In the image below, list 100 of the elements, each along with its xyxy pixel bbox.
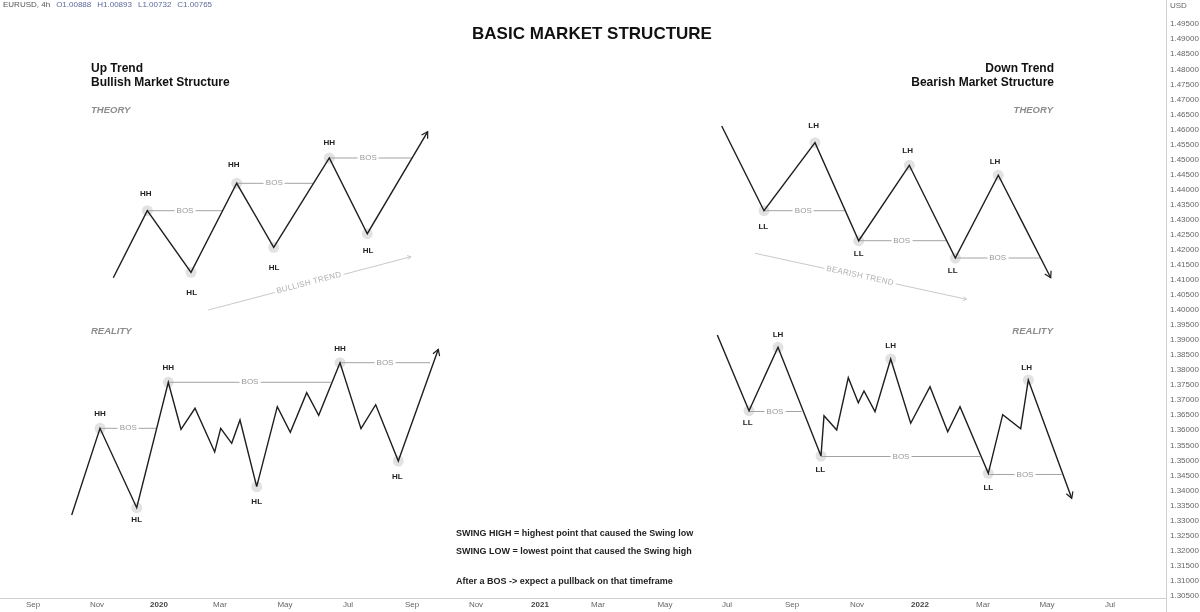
price-axis-label: 1.48500 <box>1170 50 1199 59</box>
price-axis-label: 1.42000 <box>1170 246 1199 254</box>
swing-point-label: LL <box>815 466 826 474</box>
swing-point-label: LH <box>772 330 784 339</box>
bos-label: BOS <box>1014 470 1036 479</box>
price-axis-label: 1.44000 <box>1170 185 1199 194</box>
swing-point-label: HH <box>139 190 152 198</box>
price-axis-label: 1.34500 <box>1170 471 1199 480</box>
swing-point-label: LL <box>853 250 864 258</box>
time-axis-label: Jul <box>342 601 354 609</box>
time-axis-label: Jul <box>1104 601 1116 609</box>
bos-label: BOS <box>263 179 285 188</box>
bos-label: BOS <box>764 407 786 416</box>
swing-point-label: LL <box>947 266 958 275</box>
swing-point-label: LH <box>885 342 896 350</box>
swing-point-label: HH <box>162 364 175 372</box>
swing-point-label: LH <box>902 146 913 155</box>
time-axis-label: Mar <box>591 601 605 609</box>
bos-label: BOS <box>174 206 196 215</box>
price-axis-label: 1.45500 <box>1170 140 1199 149</box>
chart-title: BASIC MARKET STRUCTURE <box>472 24 712 42</box>
swing-point-label: HL <box>391 473 403 481</box>
swing-point-label: LL <box>983 483 994 492</box>
swing-point-label: LL <box>742 419 753 427</box>
swing-point-label: LL <box>758 222 769 231</box>
currency-label: USD <box>1170 1 1187 10</box>
trend-label: BEARISH TREND <box>823 264 897 288</box>
price-value-text: L1.00732 <box>137 1 172 9</box>
symbol-info-text: EURUSD, 4h <box>3 1 51 9</box>
bos-label: BOS <box>117 424 139 433</box>
time-axis-label: Mar <box>976 601 990 609</box>
time-axis-label: Sep <box>404 601 420 609</box>
bos-label: BOS <box>890 452 912 461</box>
price-axis-label: 1.45000 <box>1170 155 1199 164</box>
price-axis-label: 1.33500 <box>1170 501 1199 510</box>
definition-note: SWING HIGH = highest point that caused the Swing low <box>456 528 694 538</box>
price-axis-label: 1.34000 <box>1170 486 1199 495</box>
price-axis-label: 1.47500 <box>1170 80 1199 89</box>
price-axis-label: 1.46500 <box>1170 110 1199 119</box>
swing-point-label: HH <box>334 345 346 353</box>
price-axis-label: 1.42500 <box>1170 230 1199 239</box>
bos-label: BOS <box>239 378 261 387</box>
price-axis-label: 1.44500 <box>1170 170 1199 179</box>
price-axis-label: 1.38000 <box>1170 366 1199 375</box>
price-axis-label: 1.39000 <box>1170 336 1199 345</box>
swing-point-label: HH <box>227 160 240 169</box>
price-axis-label: 1.48000 <box>1170 65 1199 74</box>
swing-point-label: HL <box>362 247 374 255</box>
price-axis-label: 1.46000 <box>1170 125 1199 134</box>
price-axis-label: 1.40000 <box>1170 306 1199 315</box>
swing-point-label: HL <box>131 516 142 524</box>
price-axis-label: 1.38500 <box>1170 351 1199 360</box>
time-axis-label: Sep <box>784 601 800 609</box>
price-axis-label: 1.47000 <box>1170 95 1199 104</box>
price-axis-label: 1.37000 <box>1170 396 1199 405</box>
price-axis-label: 1.36000 <box>1170 426 1199 435</box>
definition-note: After a BOS -> expect a pullback on that timeframe <box>456 576 673 586</box>
section-heading: Bullish Market Structure <box>91 76 230 88</box>
time-axis-label: Jul <box>721 601 733 609</box>
bos-label: BOS <box>891 236 913 245</box>
price-value-text: H1.00893 <box>97 1 132 9</box>
time-axis-label: Nov <box>468 601 484 609</box>
time-axis-label: Mar <box>213 601 227 609</box>
time-axis-label: Sep <box>25 601 41 609</box>
bos-label: BOS <box>374 358 396 367</box>
swing-point-label: LH <box>808 122 819 130</box>
section-heading: Bearish Market Structure <box>911 76 1054 88</box>
swing-point-label: LH <box>989 158 1001 166</box>
price-axis-label: 1.35500 <box>1170 441 1199 450</box>
price-axis-label: 1.40500 <box>1170 291 1199 300</box>
price-axis-label: 1.49500 <box>1170 20 1199 29</box>
swing-point-label: HH <box>323 139 336 147</box>
price-axis-label: 1.32000 <box>1170 546 1199 555</box>
price-axis-label: 1.43000 <box>1170 215 1199 224</box>
price-axis-label: 1.41000 <box>1170 276 1199 285</box>
panel-label: REALITY <box>91 326 132 336</box>
price-axis-label: 1.33000 <box>1170 516 1199 525</box>
panel-label: THEORY <box>91 105 131 115</box>
bos-label: BOS <box>987 254 1009 262</box>
swing-point-label: HL <box>186 289 197 297</box>
price-axis-label: 1.39500 <box>1170 321 1199 330</box>
price-value-text: O1.00888 <box>56 1 92 9</box>
price-axis-label: 1.32500 <box>1170 531 1199 540</box>
price-axis-label: 1.36500 <box>1170 411 1199 420</box>
price-axis-label: 1.49000 <box>1170 35 1199 44</box>
panel-label: THEORY <box>1013 105 1053 115</box>
price-axis-label: 1.31500 <box>1170 561 1199 570</box>
section-heading: Up Trend <box>91 62 143 74</box>
price-axis-label: 1.41500 <box>1170 261 1199 270</box>
price-axis-label: 1.31000 <box>1170 576 1199 585</box>
panel-label: REALITY <box>1012 326 1053 336</box>
section-heading: Down Trend <box>985 62 1054 74</box>
swing-point-label: LH <box>1021 363 1032 372</box>
price-axis-label: 1.43500 <box>1170 200 1199 209</box>
year-label: 2021 <box>531 601 549 609</box>
definition-note: SWING LOW = lowest point that caused the Swing high <box>456 546 692 556</box>
price-value-text: C1.00765 <box>177 1 213 9</box>
year-label: 2020 <box>150 601 168 609</box>
bos-label: BOS <box>792 206 814 215</box>
time-axis-label: Nov <box>849 601 865 609</box>
